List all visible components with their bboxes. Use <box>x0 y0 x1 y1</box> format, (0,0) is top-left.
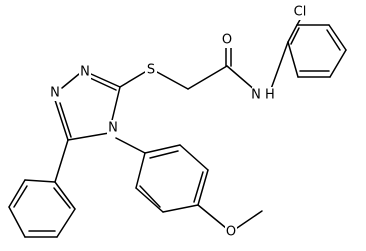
bond-line <box>197 169 209 206</box>
bond-o-methoxy-to-methyl <box>236 210 263 229</box>
bond-aryl-to-o-methoxy <box>197 204 227 229</box>
atom-s: S <box>145 62 157 78</box>
bond-triazole-to-phenyl <box>54 139 69 183</box>
bond-line <box>89 77 117 91</box>
atom-label-o-carbonyl: O <box>222 33 232 48</box>
bond-line <box>56 208 76 238</box>
bond-line <box>270 41 289 90</box>
atom-labels: Cl O N H S N N N O <box>49 4 310 240</box>
ring-methoxyphenyl <box>135 144 209 213</box>
bond-line <box>115 137 146 154</box>
bond-line <box>90 73 121 88</box>
bond-line <box>59 102 72 138</box>
bond-ring-to-nh <box>270 41 289 90</box>
bond-carbonyl-double <box>225 46 232 67</box>
bond-line <box>8 179 26 208</box>
bond-line <box>135 152 146 189</box>
atom-n4: N <box>107 120 119 136</box>
ring-chlorophenyl <box>287 24 347 78</box>
atom-label-o-methoxy: O <box>226 225 236 240</box>
bond-line <box>179 144 209 171</box>
bond-line <box>197 204 227 229</box>
atom-o-carbonyl: O <box>221 32 233 48</box>
bond-line <box>287 41 299 78</box>
bond-s-to-triazole <box>119 71 146 88</box>
bond-line <box>13 185 28 208</box>
bond-nh-to-carbonyl <box>226 65 257 92</box>
atom-label-nh: N H <box>251 88 275 103</box>
bond-line <box>144 144 181 154</box>
bond-line <box>326 29 341 51</box>
atom-label-n4: N <box>108 121 118 136</box>
bond-line <box>54 139 69 183</box>
atom-label-n1: N <box>80 65 90 80</box>
atom-label-cl: Cl <box>294 5 307 20</box>
bond-line <box>226 65 257 92</box>
atom-cl: Cl <box>291 4 310 20</box>
bond-n4-to-aryl <box>115 137 146 154</box>
bond-line <box>187 65 228 90</box>
bond-line <box>162 204 199 213</box>
atom-label-s: S <box>147 63 155 78</box>
atom-o-methoxy: O <box>225 224 237 240</box>
bond-line <box>8 206 26 238</box>
bond-line <box>290 27 300 45</box>
bond-line <box>287 24 298 43</box>
bond-line <box>156 71 189 90</box>
bond-carbonyl-to-ch2 <box>187 65 228 90</box>
bond-line <box>149 150 179 159</box>
bond-line <box>54 99 69 141</box>
bond-line <box>61 73 80 89</box>
bond-line <box>67 132 110 141</box>
bond-line <box>236 210 263 229</box>
bond-line <box>135 187 164 213</box>
atom-label-n2: N <box>50 86 60 101</box>
bond-layer <box>8 17 347 238</box>
bond-line <box>54 181 76 210</box>
bond-line <box>24 179 56 183</box>
atom-n2: N <box>49 85 61 101</box>
bond-line <box>193 171 204 203</box>
atom-n1: N <box>79 64 91 80</box>
bond-line <box>329 49 347 78</box>
bond-line <box>139 185 161 208</box>
ring-phenyl <box>8 179 76 238</box>
atom-nh: N H <box>251 87 275 103</box>
bond-line <box>119 71 146 88</box>
bond-line <box>53 187 71 209</box>
bond-line <box>328 24 347 51</box>
bond-ch2-to-s <box>156 71 189 90</box>
